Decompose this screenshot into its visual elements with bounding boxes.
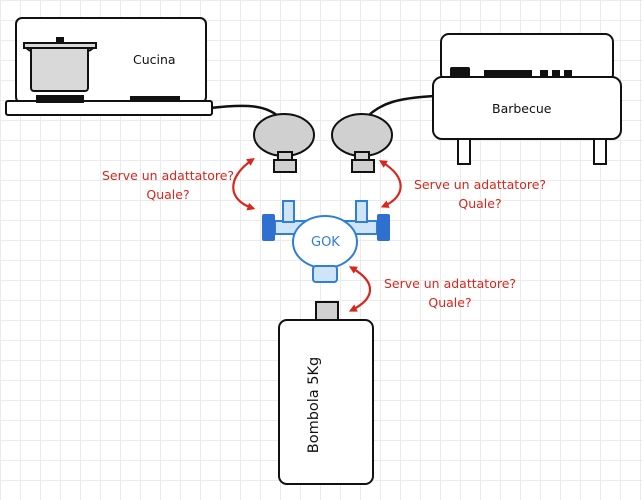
cylinder-label: Bombola 5Kg [306, 356, 322, 454]
question-left-line2: Quale? [146, 187, 190, 202]
kitchen-label: Cucina [133, 52, 176, 67]
question-arrow-bottom [348, 266, 372, 312]
question-arrow-left [232, 158, 256, 211]
question-bottom: Serve un adattatore? Quale? [372, 274, 528, 312]
question-bottom-line1: Serve un adattatore? [383, 276, 517, 291]
question-arrow-right [379, 160, 402, 208]
gok-valve-label: GOK [311, 235, 340, 250]
regulator-right [331, 113, 393, 173]
kitchen-stove [5, 17, 213, 116]
gok-valve [262, 200, 390, 283]
question-left-line1: Serve un adattatore? [101, 168, 235, 183]
barbecue-grill [432, 33, 622, 165]
question-bottom-line2: Quale? [428, 295, 472, 310]
question-left: Serve un adattatore? Quale? [90, 166, 246, 204]
question-right: Serve un adattatore? Quale? [402, 175, 558, 213]
barbecue-label: Barbecue [492, 101, 552, 116]
question-right-line2: Quale? [458, 196, 502, 211]
pot-icon [23, 37, 97, 92]
regulator-left [253, 113, 315, 173]
question-right-line1: Serve un adattatore? [413, 177, 547, 192]
gas-cylinder [278, 301, 374, 485]
